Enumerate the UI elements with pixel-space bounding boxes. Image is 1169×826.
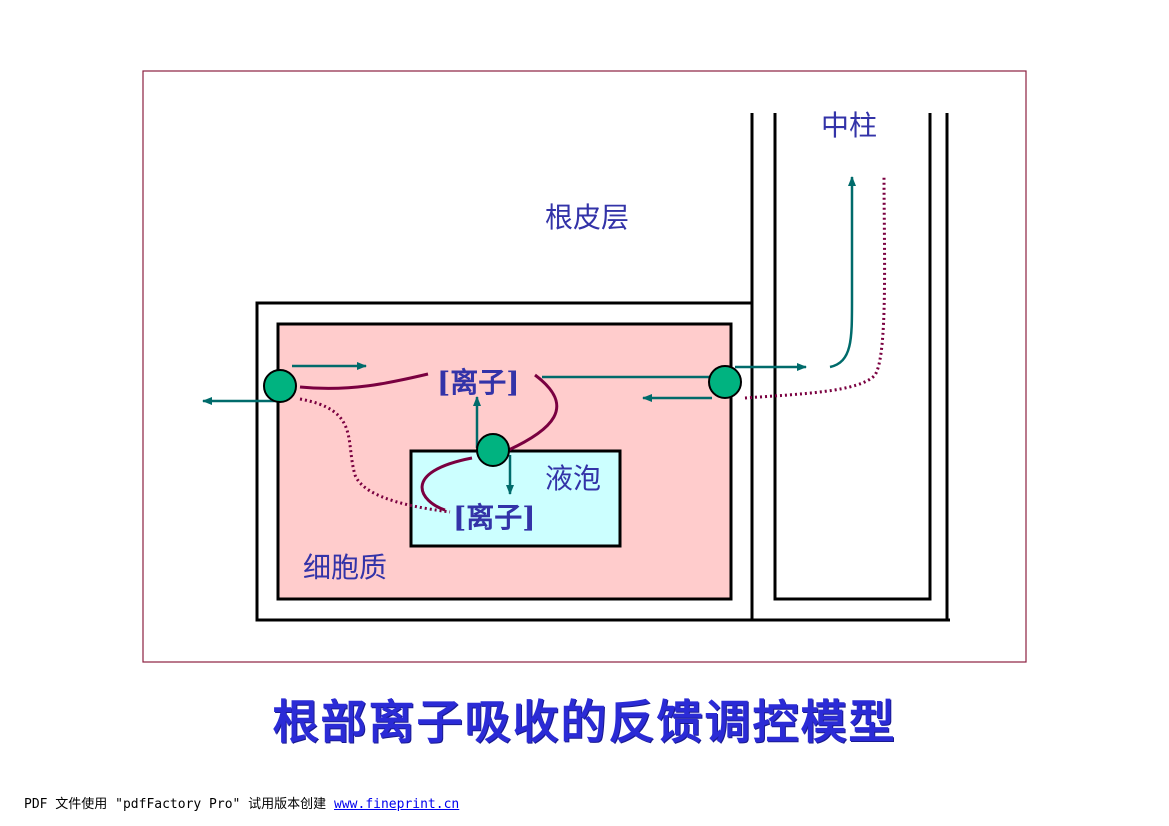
transporters bbox=[263, 365, 742, 467]
label-cytoplasm: 细胞质 bbox=[303, 551, 387, 584]
cell-wall bbox=[255, 301, 752, 622]
feedback-solid-curves bbox=[299, 372, 559, 512]
transporter-left bbox=[263, 369, 297, 403]
dotted-curve-left bbox=[299, 397, 451, 514]
transport-arrows bbox=[202, 176, 856, 495]
transporter-right bbox=[708, 365, 742, 399]
label-vacuole: 液泡 bbox=[545, 462, 601, 495]
pdf-footer: PDF 文件使用 "pdfFactory Pro" 试用版本创建 www.fin… bbox=[24, 793, 459, 812]
feedback-curve-middle bbox=[489, 373, 559, 460]
footer-link[interactable]: www.fineprint.cn bbox=[334, 797, 460, 812]
diagram-caption: 根部离子吸收的反馈调控模型 bbox=[272, 695, 897, 749]
label-ion-vacuole: [离子] bbox=[453, 501, 536, 534]
label-central-cylinder: 中柱 bbox=[821, 109, 877, 142]
feedback-dotted-curves bbox=[299, 174, 887, 514]
arrow-stele-up bbox=[829, 176, 856, 369]
diagram-frame bbox=[142, 70, 1027, 663]
feedback-curve-left bbox=[299, 372, 429, 390]
transporter-vacuole bbox=[476, 433, 510, 467]
label-ion-cytoplasm: [离子] bbox=[437, 366, 520, 399]
feedback-curve-vacuole bbox=[420, 456, 473, 512]
vacuole-region bbox=[409, 449, 622, 548]
label-cortex: 根皮层 bbox=[545, 201, 629, 234]
footer-text: PDF 文件使用 "pdfFactory Pro" 试用版本创建 bbox=[24, 797, 327, 812]
dotted-curve-right bbox=[744, 174, 887, 400]
